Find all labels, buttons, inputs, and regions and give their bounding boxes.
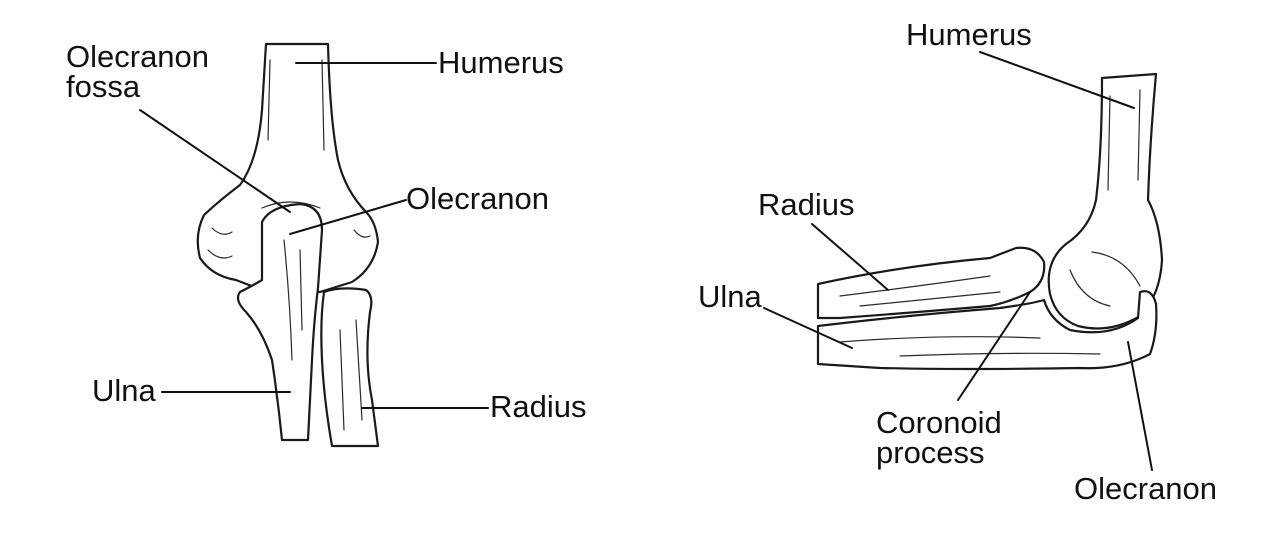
label-humerus-lateral: Humerus [906,17,1032,52]
lateral-radius-bone [816,246,1046,320]
lateral-view-drawing [816,72,1164,371]
label-olecranon-posterior: Olecranon [406,181,550,216]
posterior-ulna-bone [236,202,324,442]
label-olecranon-fossa: Olecranon fossa [66,39,210,104]
label-coronoid-process: Coronoid process [876,405,1002,470]
posterior-view-drawing [196,42,380,448]
label-olecranon-lateral: Olecranon [1074,471,1218,506]
posterior-leader-lines [139,62,489,409]
label-ulna-lateral: Ulna [698,279,762,314]
label-coronoid-line2: process [876,435,985,470]
posterior-radius-bone [320,287,380,448]
leader-olecranon-lateral [1127,341,1153,471]
label-radius-lateral: Radius [758,187,855,222]
leader-humerus-lateral [979,51,1135,109]
leader-coronoid-process [957,291,1031,401]
label-radius-posterior: Radius [490,389,587,424]
lateral-humerus-bone [1047,72,1164,330]
leader-ulna-lateral [763,307,853,349]
label-coronoid-line1: Coronoid [876,405,1002,440]
lateral-ulna-bone [816,290,1158,371]
lateral-leader-lines [763,51,1153,471]
posterior-humerus-bone [196,42,380,294]
leader-olecranon-posterior [289,199,407,235]
label-ulna-posterior: Ulna [92,373,156,408]
label-humerus-posterior: Humerus [438,45,564,80]
leader-olecranon-fossa [139,109,291,213]
label-olecranon-fossa-line1: Olecranon [66,39,210,74]
label-olecranon-fossa-line2: fossa [66,69,141,104]
leader-radius-lateral [811,223,889,291]
